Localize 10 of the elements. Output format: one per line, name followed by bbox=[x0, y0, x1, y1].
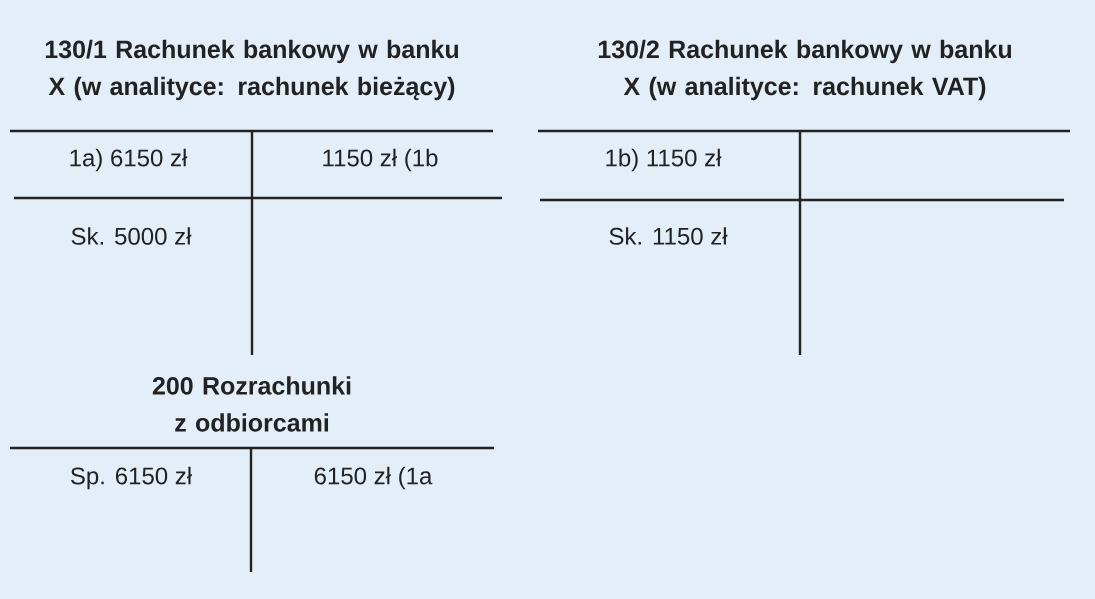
entry-text: 6150 zł (1a bbox=[314, 466, 433, 490]
entry-text: 1b) 1150 zł bbox=[606, 148, 722, 172]
entry-text: 1150 zł (1b bbox=[323, 148, 438, 172]
entry-text: 1a) 6150 zł bbox=[70, 148, 188, 172]
entry-text: Sk. 1150 zł bbox=[609, 227, 728, 245]
entry-text: Sp. 6150 zł bbox=[70, 466, 192, 490]
account-title: 130/1 Rachunek bankowy w banku X (w analityce: rachunek bieżący) bbox=[45, 39, 459, 101]
account-title: 200 Rozrachunki z odbiorcami bbox=[152, 376, 351, 432]
entry-text: Sk. 5000 zł bbox=[71, 227, 192, 245]
account-title: 130/2 Rachunek bankowy w banku X (w analityce: rachunek VAT) bbox=[598, 39, 1012, 101]
